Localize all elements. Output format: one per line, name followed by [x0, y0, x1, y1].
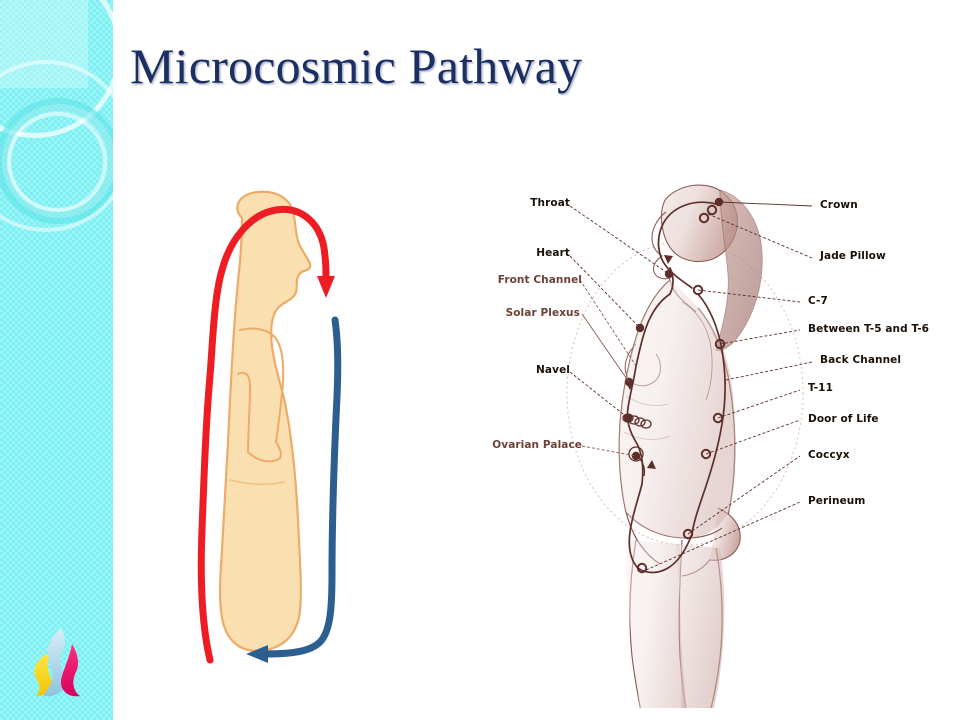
label-door-of-life: Door of Life [808, 413, 879, 425]
anatomy-illustration [566, 184, 813, 708]
label-perineum: Perineum [808, 495, 866, 507]
label-solar-plexus: Solar Plexus [505, 307, 580, 319]
label-back-channel: Back Channel [820, 354, 902, 366]
label-navel: Navel [536, 364, 570, 376]
label-coccyx: Coccyx [808, 449, 850, 461]
microcosmic-orbit-silhouette [197, 190, 342, 664]
sidebar-ring-shade-icon [2, 104, 113, 218]
label-throat: Throat [530, 197, 570, 209]
label-front-channel: Front Channel [497, 274, 582, 286]
label-ovarian-palace: Ovarian Palace [492, 439, 582, 451]
label-jade-pillow: Jade Pillow [820, 250, 886, 262]
sidebar-ring-lower-inner-icon [7, 112, 107, 212]
label-between-t5-t6: Between T-5 and T-6 [808, 323, 930, 335]
label-heart: Heart [536, 247, 570, 259]
acupoint-anatomy-diagram: Throat Heart Front Channel Solar Plexus … [430, 168, 960, 708]
label-crown: Crown [820, 199, 858, 211]
decorative-sidebar [0, 0, 113, 720]
three-flames-logo-icon [34, 628, 80, 697]
label-t11: T-11 [808, 382, 833, 394]
label-c7: C-7 [808, 295, 828, 307]
sidebar-ring-medium-icon [0, 60, 113, 232]
page-title: Microcosmic Pathway [130, 38, 583, 94]
